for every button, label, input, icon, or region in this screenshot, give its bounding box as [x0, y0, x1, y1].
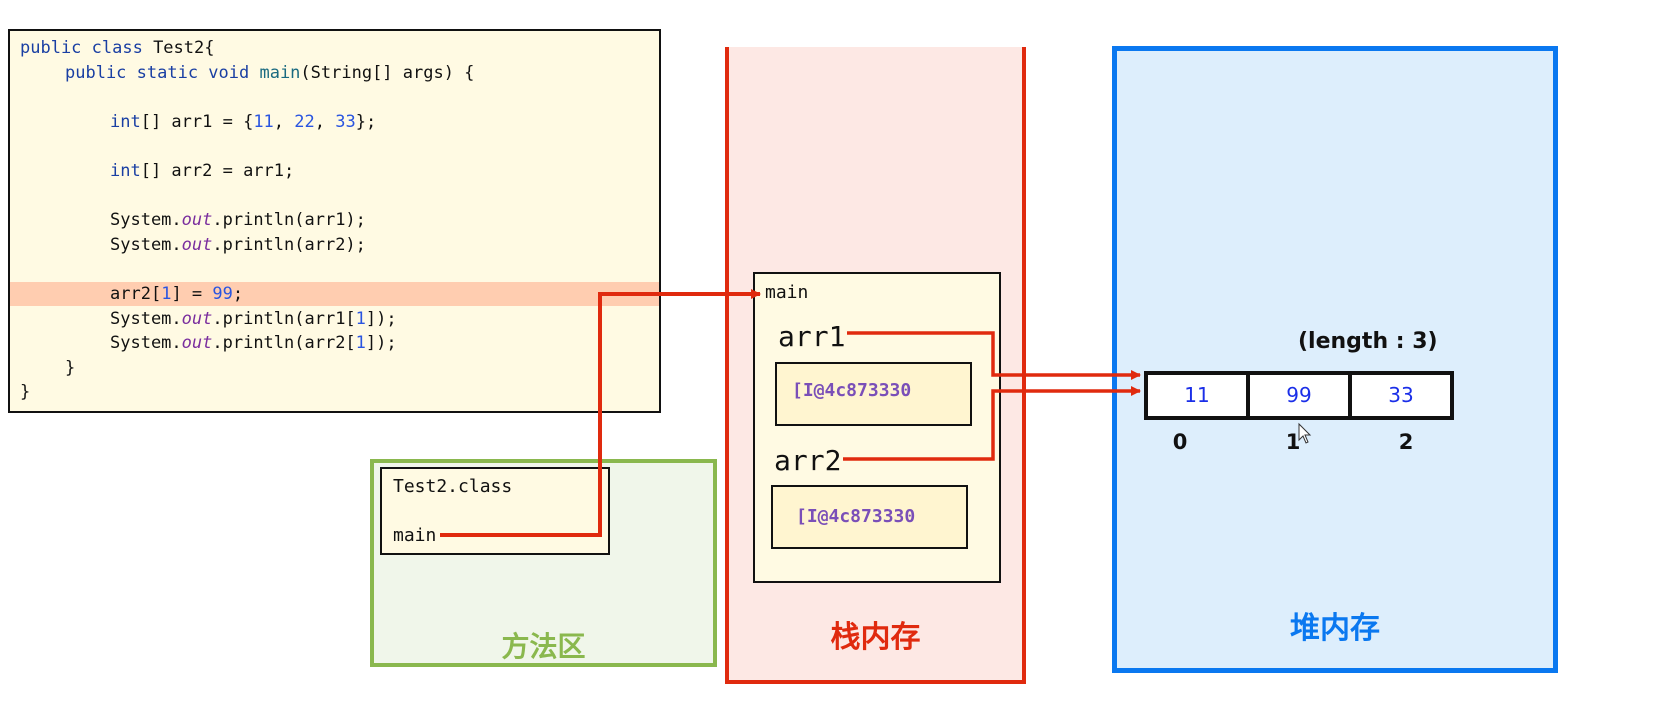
code-token: } — [20, 382, 31, 403]
var-arr1-name: arr1 — [778, 320, 846, 353]
code-token: 1 — [161, 284, 172, 304]
code-token: 1 — [355, 333, 366, 354]
code-token: main — [259, 62, 301, 83]
code-token: .println(arr2); — [212, 234, 366, 255]
code-token: 33 — [335, 111, 356, 132]
stack-frame-main: main arr1 [I@4c873330 arr2 [I@4c873330 — [753, 272, 1001, 583]
code-text: } — [20, 380, 30, 404]
code-text: System.out.println(arr2[1]); — [110, 331, 397, 355]
array-cell-1: 99 — [1246, 371, 1352, 420]
code-token: , — [314, 111, 336, 132]
code-text: public static void main(String[] args) { — [65, 61, 474, 85]
code-line — [10, 257, 659, 281]
code-text: public class Test2{ — [20, 36, 214, 60]
code-token: } — [65, 357, 76, 378]
code-token: int — [110, 111, 141, 132]
code-line: System.out.println(arr1[1]); — [10, 307, 659, 331]
heap-memory-label: 堆内存 — [1290, 611, 1380, 646]
code-token: out — [181, 210, 213, 231]
method-name: main — [393, 525, 437, 546]
code-line: System.out.println(arr1); — [10, 208, 659, 232]
array-index-0: 0 — [1172, 430, 1188, 454]
code-token: }; — [355, 111, 377, 132]
code-token: arr2[ — [110, 284, 162, 304]
code-token: 22 — [294, 111, 315, 132]
code-token: ] = — [171, 284, 213, 304]
heap-memory — [1112, 46, 1558, 673]
code-text: int[] arr1 = {11, 22, 33}; — [110, 110, 376, 134]
array-length-label: (length : 3) — [1298, 329, 1438, 354]
code-line — [10, 184, 659, 208]
code-text: System.out.println(arr1[1]); — [110, 307, 397, 331]
code-token: ; — [232, 284, 244, 304]
code-token: System. — [110, 308, 182, 329]
code-line: public class Test2{ — [10, 36, 659, 60]
code-token: .println(arr1); — [212, 210, 366, 231]
code-line: System.out.println(arr2[1]); — [10, 331, 659, 355]
var-arr2-value-box: [I@4c873330 — [771, 485, 968, 549]
code-token: 1 — [355, 308, 366, 329]
code-token: out — [181, 308, 213, 329]
code-token: 11 — [253, 111, 274, 132]
array-cell-0: 11 — [1144, 371, 1250, 420]
stack-memory-label: 栈内存 — [830, 620, 921, 655]
code-token: public class — [20, 38, 154, 58]
code-token: [] arr2 = arr1; — [140, 161, 295, 181]
code-token: (String[] args) { — [300, 62, 475, 83]
var-arr1-value-box: [I@4c873330 — [775, 362, 972, 426]
code-line: int[] arr2 = arr1; — [10, 159, 659, 183]
code-line: public static void main(String[] args) { — [10, 61, 659, 85]
code-line: int[] arr1 = {11, 22, 33}; — [10, 110, 659, 134]
frame-name: main — [765, 282, 809, 303]
class-box: Test2.class main — [380, 467, 610, 555]
code-line: } — [10, 380, 659, 404]
code-token: int — [110, 161, 141, 181]
code-token: [] arr1 = { — [140, 111, 254, 132]
code-text: arr2[1] = 99; — [110, 282, 243, 306]
array-index-2: 2 — [1398, 430, 1414, 454]
code-token: 99 — [212, 284, 233, 304]
code-line: } — [10, 356, 659, 380]
code-line-highlighted: arr2[1] = 99; — [10, 282, 659, 306]
code-token: Test2{ — [153, 38, 215, 58]
code-text: int[] arr2 = arr1; — [110, 159, 294, 183]
code-text: } — [65, 356, 75, 380]
class-name: Test2.class — [393, 476, 513, 497]
code-token: System. — [110, 333, 182, 354]
code-token: out — [181, 234, 213, 255]
code-line: System.out.println(arr2); — [10, 233, 659, 257]
var-arr2-name: arr2 — [774, 444, 842, 477]
code-token: .println(arr2[ — [212, 333, 356, 354]
var-arr1-value: [I@4c873330 — [792, 380, 912, 401]
method-area-label: 方法区 — [501, 630, 586, 663]
code-text: System.out.println(arr1); — [110, 208, 366, 232]
code-line — [10, 85, 659, 109]
array-index-1: 1 — [1285, 430, 1301, 454]
code-token: .println(arr1[ — [212, 308, 356, 329]
code-token: ]); — [365, 308, 397, 329]
code-panel: public class Test2{public static void ma… — [8, 29, 661, 413]
array-cell-2: 33 — [1348, 371, 1454, 420]
code-token: , — [273, 111, 295, 132]
var-arr2-value: [I@4c873330 — [796, 506, 916, 527]
code-token: System. — [110, 210, 182, 231]
code-token: ]); — [365, 333, 397, 354]
code-text: System.out.println(arr2); — [110, 233, 366, 257]
code-token: out — [181, 333, 213, 354]
code-line — [10, 134, 659, 158]
code-token: System. — [110, 234, 182, 255]
code-token: public static void — [65, 62, 260, 83]
